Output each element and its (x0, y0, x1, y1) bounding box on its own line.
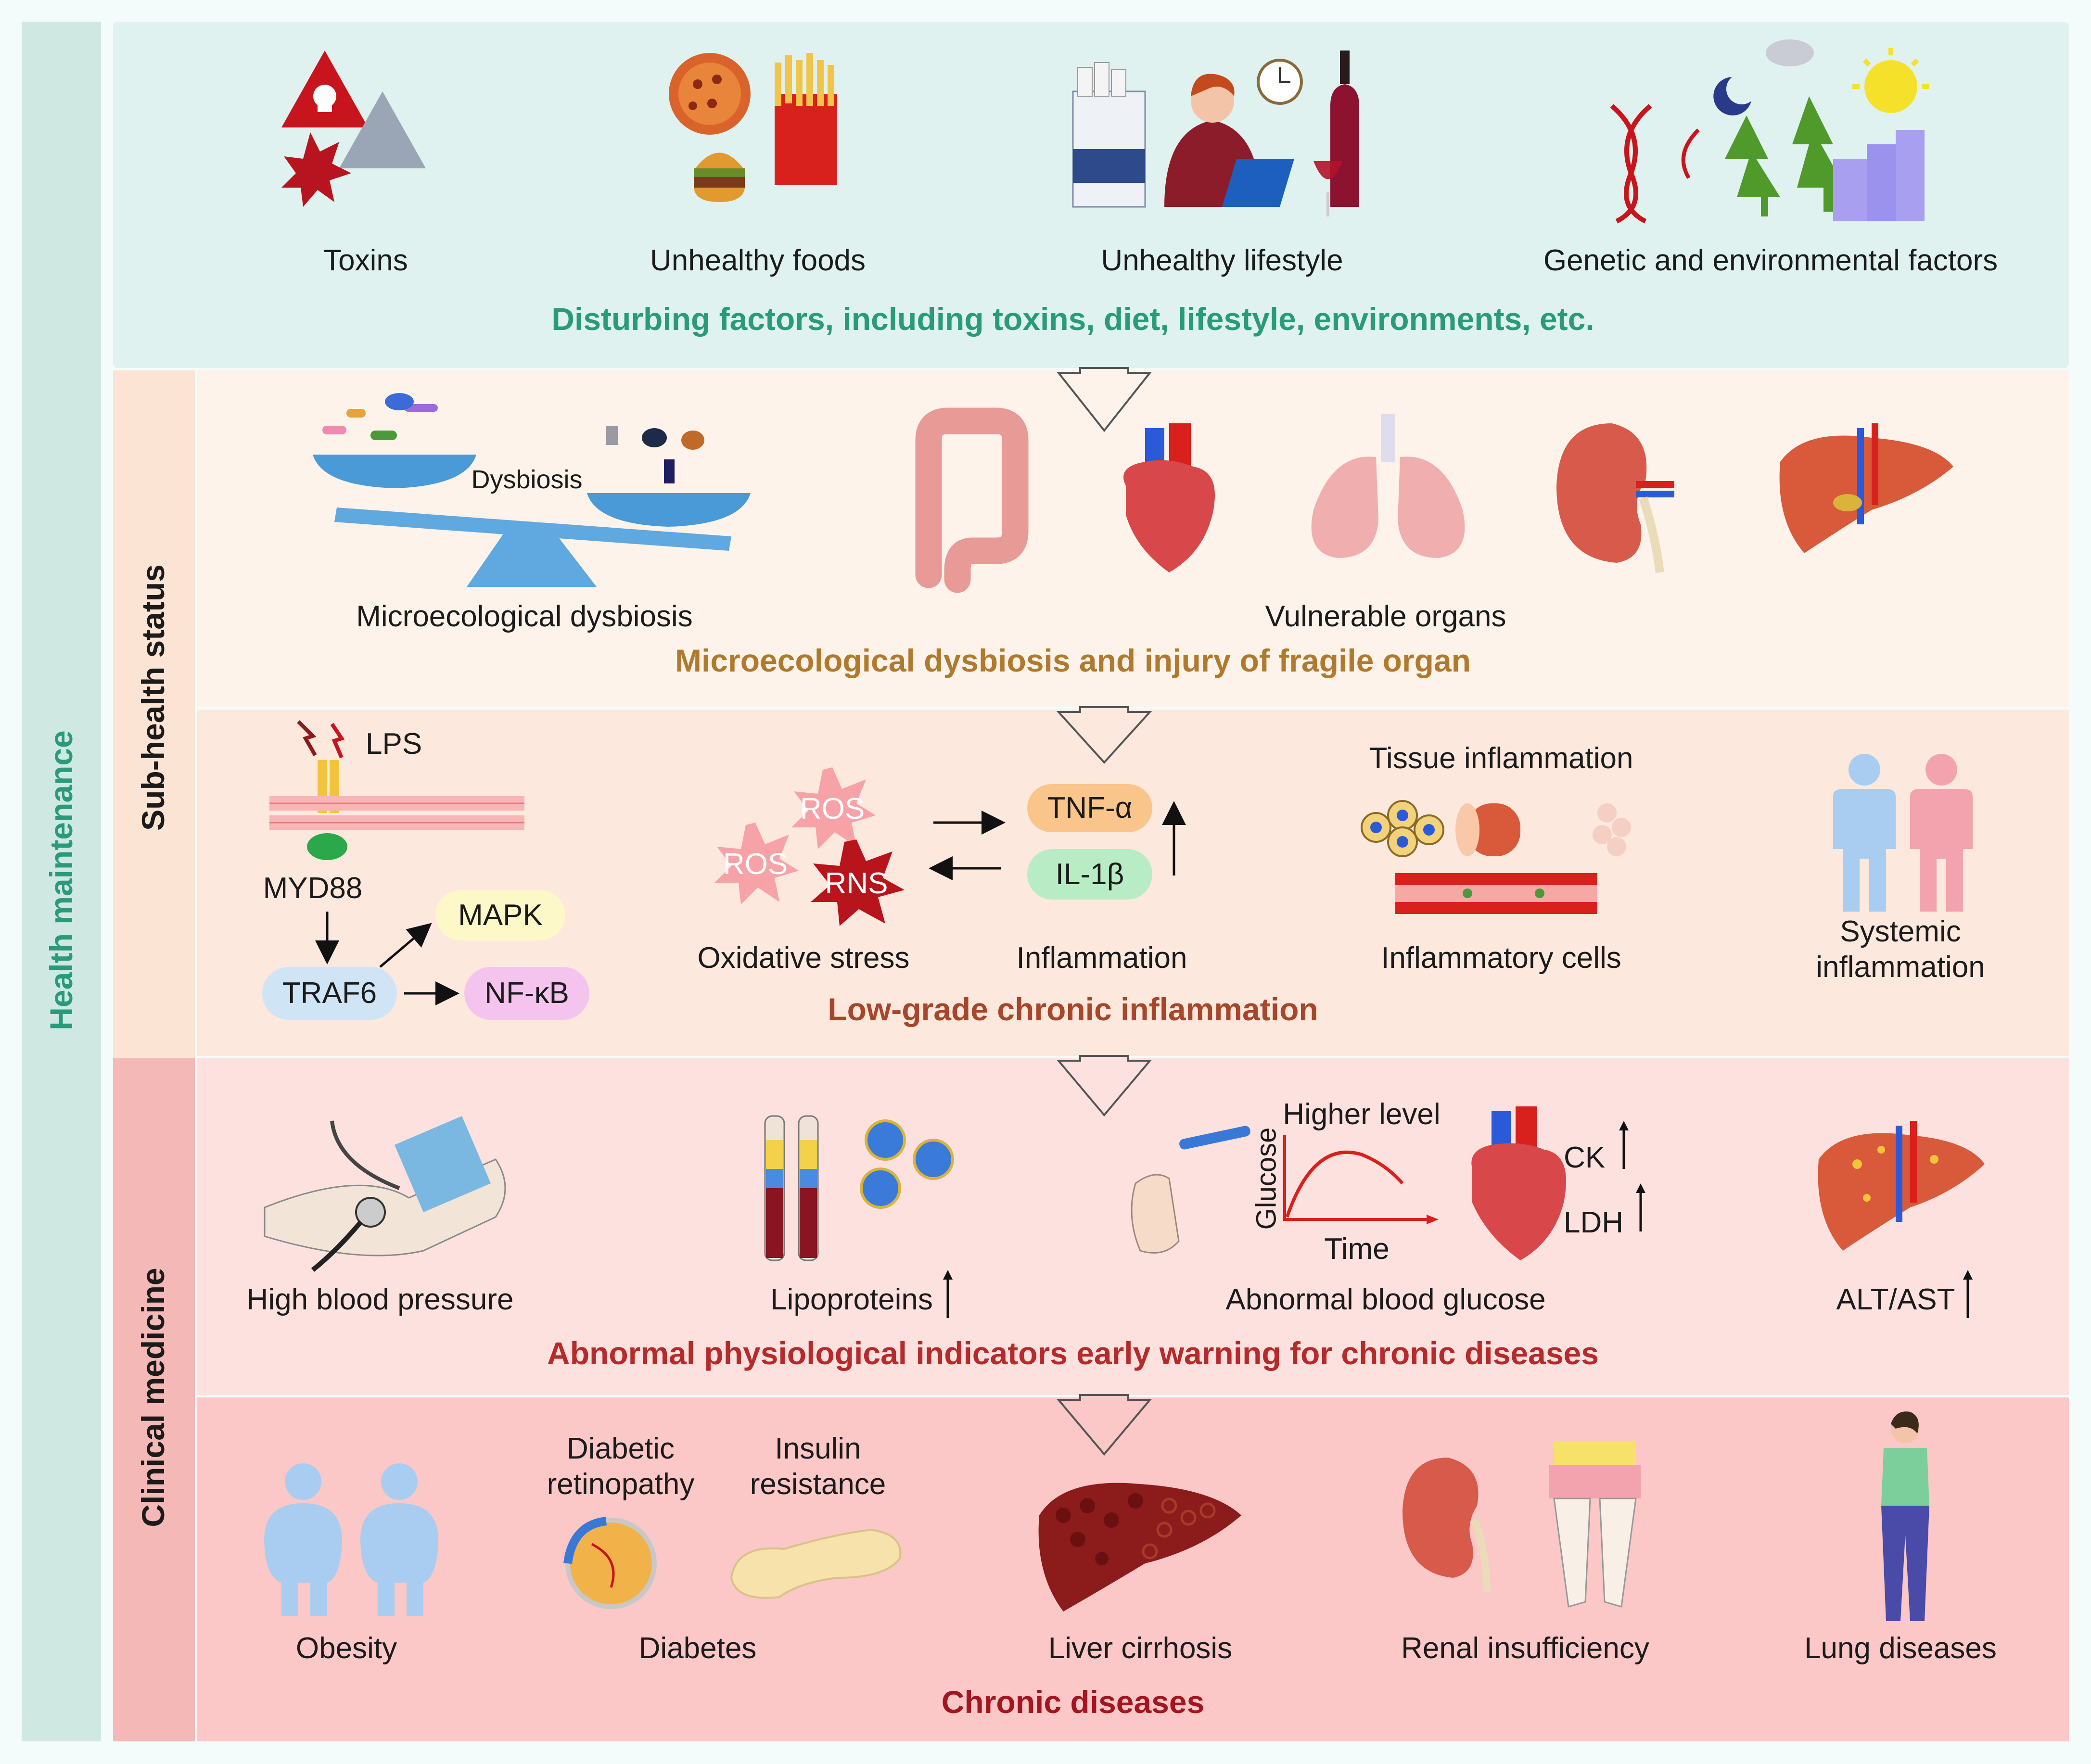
down-arrow-3 (1056, 1055, 1152, 1117)
microecological-dysbiosis-label: Microecological dysbiosis (356, 600, 693, 633)
tnf-node: TNF-α (1027, 784, 1152, 832)
down-arrow-2 (1056, 706, 1152, 764)
vulnerable-organs-label: Vulnerable organs (1265, 600, 1506, 633)
traf6-node: TRAF6 (262, 967, 397, 1020)
nfkb-node: NF-κB (464, 967, 589, 1020)
inflammatory-cells-label: Inflammatory cells (1381, 941, 1621, 975)
lungs-icon (1311, 414, 1465, 558)
rns-burst-icon (811, 839, 905, 926)
lipoproteins-icon (764, 1115, 954, 1261)
lipoproteins-up-arrow (943, 1270, 953, 1318)
lps-label: LPS (366, 727, 422, 761)
il1b-node: IL-1β (1027, 849, 1152, 900)
ck-label: CK (1564, 1141, 1606, 1174)
mapk-node: MAPK (435, 890, 565, 940)
obesity-people-icon (264, 1463, 438, 1616)
inflammation-label: Inflammation (1016, 941, 1187, 975)
unhealthy-foods-label: Unhealthy foods (650, 244, 866, 277)
colon-icon (915, 407, 1029, 593)
diabetic-retinopathy-label: Diabetic retinopathy (547, 1432, 695, 1501)
renal-insufficiency-label: Renal insufficiency (1401, 1632, 1649, 1665)
health-maintenance-label: Health maintenance (43, 730, 79, 1030)
ldh-up-arrow (1636, 1183, 1645, 1231)
ck-up-arrow (1619, 1121, 1629, 1169)
dysbiosis-label: Dysbiosis (471, 465, 583, 494)
liver-cirrhosis-icon (1038, 1483, 1241, 1612)
abnormal-blood-glucose-label: Abnormal blood glucose (1225, 1283, 1546, 1316)
alt-ast-up-arrow (1963, 1270, 1973, 1318)
higher-level-label: Higher level (1283, 1098, 1441, 1131)
diabetes-label: Diabetes (638, 1632, 757, 1665)
toxins-icon (281, 51, 426, 207)
sub-health-bar (113, 370, 195, 1058)
oxidative-stress-label: Oxidative stress (697, 941, 910, 975)
lung-disease-person-icon (1881, 1411, 1929, 1621)
systemic-inflammation-label: Systemic inflammation (1816, 915, 1985, 984)
clinical-bar (113, 1058, 195, 1741)
blood-pressure-cuff-icon (264, 1116, 506, 1272)
eye-retina-icon (563, 1517, 657, 1609)
glucose-axis-label: Glucose (1250, 1127, 1282, 1230)
toxins-label: Toxins (323, 244, 408, 277)
clinical-medicine-label: Clinical medicine (135, 1268, 171, 1527)
rns-label: RNS (825, 867, 888, 900)
tissue-inflammation-icon (1361, 800, 1631, 914)
unhealthy-foods-icon (669, 53, 837, 202)
pancreas-icon (730, 1528, 902, 1599)
exchange-arrows (929, 811, 1006, 880)
dysbiosis-title: Microecological dysbiosis and injury of … (675, 643, 1471, 678)
unhealthy-lifestyle-icon (1072, 51, 1359, 216)
time-axis-label: Time (1324, 1232, 1390, 1266)
sub-health-label: Sub-health status (135, 564, 171, 831)
obesity-label: Obesity (295, 1632, 397, 1665)
alt-ast-label: ALT/AST (1836, 1283, 1955, 1316)
signaling-arrows (315, 912, 459, 1005)
high-blood-pressure-label: High blood pressure (246, 1283, 514, 1316)
heart-icon (1123, 423, 1215, 572)
liver-cirrhosis-label: Liver cirrhosis (1048, 1632, 1233, 1665)
disturbing-factors-title: Disturbing factors, including toxins, di… (551, 301, 1594, 337)
unhealthy-lifestyle-label: Unhealthy lifestyle (1101, 244, 1343, 277)
lung-diseases-label: Lung diseases (1804, 1632, 1997, 1665)
lipoproteins-label: Lipoproteins (770, 1283, 933, 1316)
ros-label-2: ROS (723, 848, 788, 881)
genetic-environment-icon (1610, 39, 1929, 224)
glucose-test-hand-icon (1131, 1126, 1250, 1254)
ros-label-1: ROS (800, 792, 865, 825)
kidney-legs-icon (1402, 1441, 1641, 1608)
indicators-title: Abnormal physiological indicators early … (547, 1335, 1599, 1371)
ldh-label: LDH (1564, 1206, 1624, 1239)
myd88-label: MYD88 (263, 872, 363, 905)
glucose-curve-chart (1283, 1135, 1439, 1224)
chronic-diseases-title: Chronic diseases (941, 1684, 1205, 1720)
ros-burst-1-icon (791, 767, 876, 849)
health-maintenance-bar (22, 22, 101, 1741)
tissue-inflammation-label: Tissue inflammation (1369, 742, 1633, 775)
low-grade-inflammation-title: Low-grade chronic inflammation (828, 991, 1318, 1027)
liver-alt-ast-icon (1818, 1121, 1985, 1251)
dysbiosis-scale-icon (313, 393, 751, 587)
membrane-receptor-icon (269, 720, 524, 860)
genetic-environment-label: Genetic and environmental factors (1543, 244, 1998, 277)
systemic-inflammation-people-icon (1833, 754, 1973, 912)
cytokine-up-arrow (1162, 801, 1186, 876)
ros-burst-2-icon (714, 823, 799, 904)
kidney-icon (1556, 423, 1674, 573)
down-arrow-4 (1056, 1394, 1152, 1456)
heart-ck-icon (1471, 1106, 1566, 1260)
down-arrow-1 (1056, 367, 1152, 432)
liver-icon (1779, 423, 1953, 553)
insulin-resistance-label: Insulin resistance (750, 1432, 886, 1501)
